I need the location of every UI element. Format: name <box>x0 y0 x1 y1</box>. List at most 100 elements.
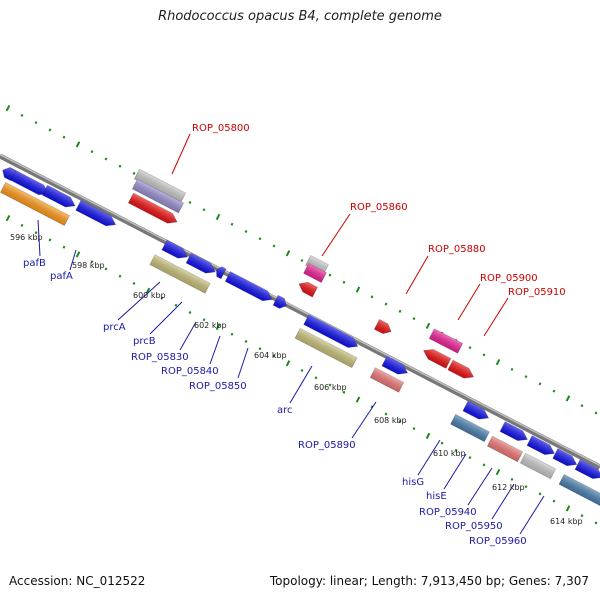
tick-mark <box>524 375 528 379</box>
gene-feature[interactable] <box>486 435 524 463</box>
gene-label[interactable]: ROP_05860 <box>350 202 408 213</box>
gene-shading <box>303 263 327 283</box>
gene-feature[interactable] <box>0 165 17 182</box>
gene-feature[interactable] <box>462 400 491 423</box>
gene-feature[interactable] <box>41 184 77 210</box>
gene-feature[interactable] <box>421 346 452 369</box>
gene-feature[interactable] <box>149 254 211 294</box>
gene-shading <box>447 360 474 379</box>
gene-shading <box>132 179 184 213</box>
tick-mark <box>328 383 332 387</box>
gene-feature[interactable] <box>131 178 185 214</box>
gene-label[interactable]: hisE <box>426 491 447 502</box>
callout-line <box>149 301 183 335</box>
tick-mark <box>104 157 108 161</box>
gene-feature[interactable] <box>369 367 405 393</box>
gene-label[interactable]: prcA <box>103 322 126 333</box>
tick-mark <box>425 432 431 439</box>
tick-mark <box>398 309 402 313</box>
tick-mark <box>202 208 206 212</box>
gene-label[interactable]: ROP_05840 <box>161 366 219 377</box>
gene-feature[interactable] <box>574 459 600 483</box>
gene-label[interactable]: prcB <box>133 336 156 347</box>
kbp-label: 602 kbp <box>194 321 227 330</box>
gene-shading <box>559 474 600 506</box>
gene-feature[interactable] <box>224 271 274 305</box>
tick-mark <box>342 390 346 394</box>
gene-label[interactable]: pafA <box>50 271 73 282</box>
gene-label[interactable]: ROP_05950 <box>445 521 503 532</box>
gene-feature[interactable] <box>214 265 227 280</box>
tick-mark <box>342 280 346 284</box>
tick-mark <box>398 419 402 423</box>
gene-label[interactable]: ROP_05850 <box>189 381 247 392</box>
tick-dots <box>5 105 598 525</box>
gene-feature[interactable] <box>381 355 410 378</box>
gene-feature[interactable] <box>303 314 361 351</box>
gene-shading <box>305 255 329 275</box>
tick-mark <box>524 485 528 489</box>
tick-mark <box>510 477 514 481</box>
gene-label[interactable]: hisG <box>402 477 424 488</box>
callout-line <box>37 219 41 257</box>
kbp-label: 598 kbp <box>72 261 105 270</box>
callout-line <box>321 213 351 257</box>
tick-mark <box>580 514 584 518</box>
gene-feature[interactable] <box>428 328 464 354</box>
tick-mark <box>20 113 24 117</box>
gene-label[interactable]: pafB <box>23 258 46 269</box>
gene-shading <box>500 421 528 441</box>
gene-label[interactable]: ROP_05890 <box>298 440 356 451</box>
gene-label[interactable]: ROP_05940 <box>419 507 477 518</box>
kbp-label: 606 kbp <box>314 383 347 392</box>
gene-feature[interactable] <box>161 239 190 262</box>
gene-label[interactable]: ROP_05960 <box>469 536 527 547</box>
gene-label[interactable]: arc <box>277 405 293 416</box>
tick-mark <box>90 150 94 154</box>
tick-mark <box>370 295 374 299</box>
map-title: Rhodococcus opacus B4, complete genome <box>158 9 442 24</box>
gene-label[interactable]: ROP_05800 <box>192 123 250 134</box>
gene-feature[interactable] <box>519 452 557 480</box>
callout-line <box>237 347 249 379</box>
tick-mark <box>384 412 388 416</box>
tick-mark <box>384 302 388 306</box>
gene-feature[interactable] <box>75 199 118 229</box>
gene-label[interactable]: ROP_05910 <box>508 287 566 298</box>
kbp-label: 608 kbp <box>374 416 407 425</box>
gene-feature[interactable] <box>373 318 393 336</box>
gene-label[interactable]: ROP_05900 <box>480 273 538 284</box>
tick-mark <box>468 346 472 350</box>
tick-mark <box>594 521 598 525</box>
tick-mark <box>285 250 291 257</box>
kbp-labels: 596 kbp 598 kbp 600 kbp 602 kbp 604 kbp … <box>10 233 583 526</box>
gene-shading <box>128 193 178 224</box>
tick-mark <box>230 332 234 336</box>
gene-feature[interactable] <box>450 413 490 443</box>
gene-feature[interactable] <box>127 192 179 227</box>
gene-feature[interactable] <box>0 182 71 226</box>
gene-feature[interactable] <box>272 294 289 310</box>
gene-feature[interactable] <box>294 327 358 369</box>
gene-label[interactable]: ROP_05880 <box>428 244 486 255</box>
callout-line <box>405 255 429 295</box>
gene-feature[interactable] <box>499 421 530 445</box>
gene-feature[interactable] <box>552 448 579 470</box>
gene-feature[interactable] <box>303 262 327 284</box>
tick-mark <box>468 456 472 460</box>
gene-feature[interactable] <box>447 359 476 382</box>
kbp-label: 604 kbp <box>254 351 287 360</box>
tick-mark <box>5 215 11 222</box>
gene-feature[interactable] <box>185 252 218 277</box>
gene-feature[interactable] <box>296 279 319 298</box>
gene-shading <box>575 459 600 479</box>
tick-mark <box>75 141 81 148</box>
gene-feature[interactable] <box>558 473 600 507</box>
backbone-line <box>0 153 600 470</box>
gene-feature[interactable] <box>526 435 557 459</box>
gene-shading <box>303 314 358 348</box>
gene-label[interactable]: ROP_05830 <box>131 352 189 363</box>
tick-mark <box>202 318 206 322</box>
gene-shading <box>75 200 116 226</box>
gene-shading <box>520 453 556 479</box>
